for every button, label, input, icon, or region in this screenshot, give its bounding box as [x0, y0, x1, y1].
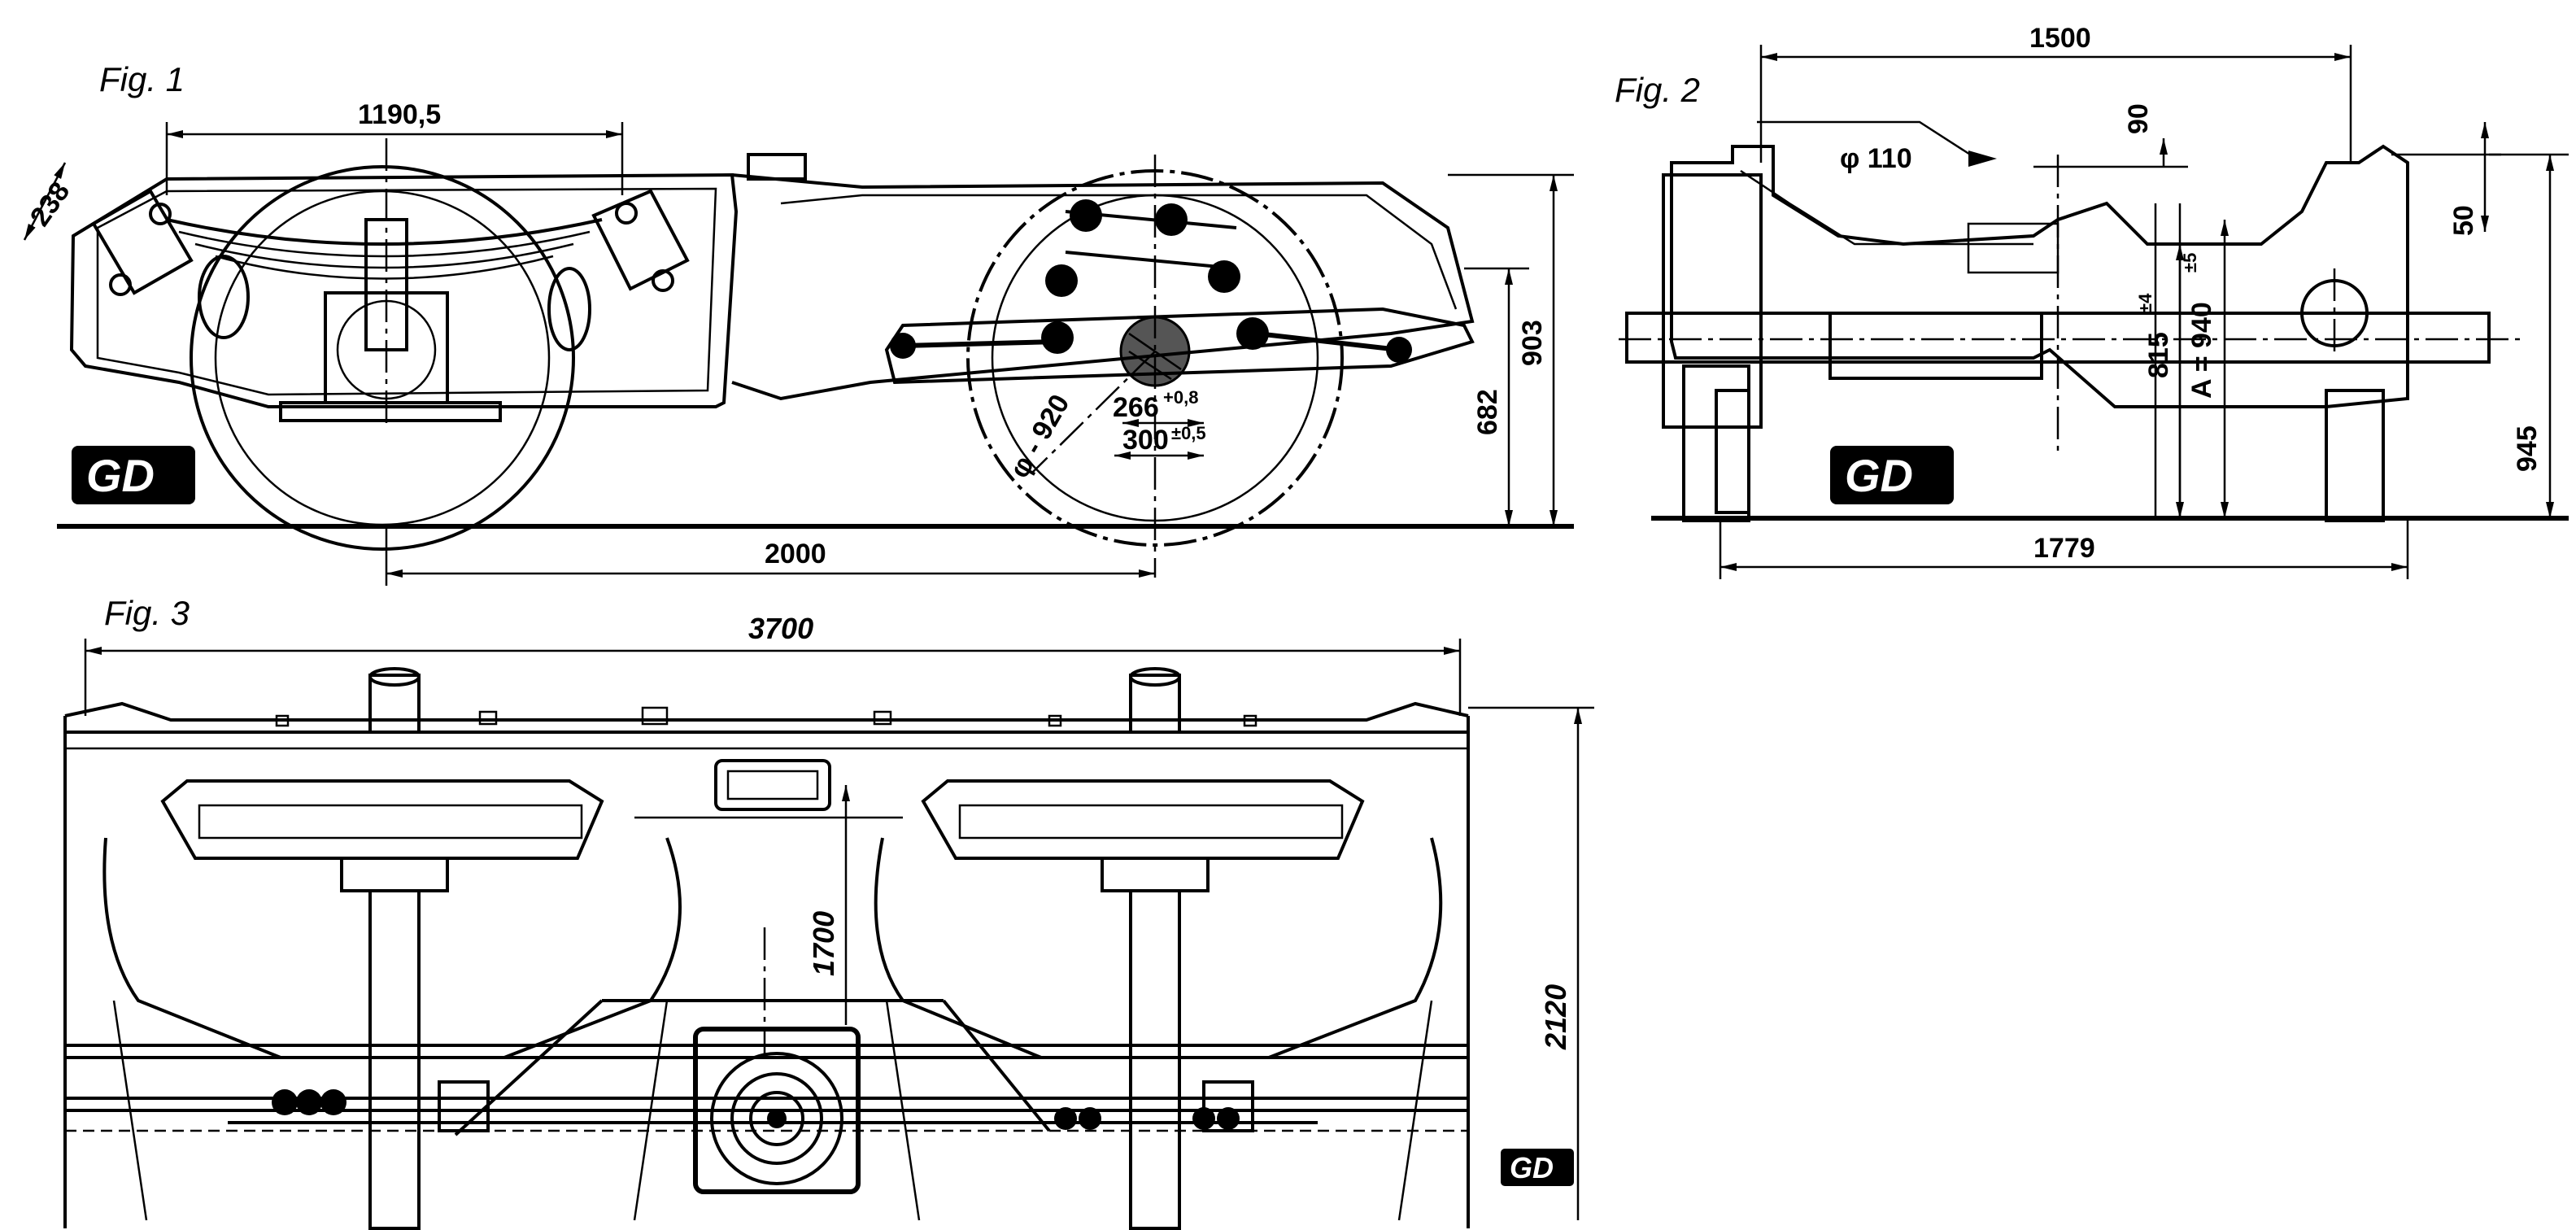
fig2-end-view: Fig. 2 1500 φ 110 [1615, 23, 2569, 579]
fig3-right-wheelset [874, 779, 1443, 1230]
fig3-gd-logo: GD [1501, 1149, 1574, 1186]
dim-815-tol: ±4 [2135, 293, 2155, 313]
fig3-cross-members [65, 999, 1468, 1136]
fig2-bogie-body [1619, 144, 2522, 522]
dim-266: 266 [1113, 392, 1159, 423]
dim-1500: 1500 [2029, 23, 2091, 54]
fig1-gd-logo: GD [72, 446, 195, 504]
dim-3700: 3700 [748, 612, 813, 645]
fig2-logo-text: GD [1845, 450, 1913, 501]
fig1-side-view: Fig. 1 [23, 60, 1574, 586]
dim-815: 815 [2143, 332, 2174, 378]
fig3-frame [63, 667, 1470, 1228]
dim-1779: 1779 [2033, 533, 2095, 564]
dim-1190: 1190,5 [358, 99, 441, 130]
dim-90: 90 [2123, 103, 2154, 134]
dim-50: 50 [2448, 205, 2479, 236]
dim-A-940: A = 940 [2186, 302, 2217, 399]
dim-A-940-tol: ±5 [2180, 253, 2200, 273]
fig1-bogie-frame [69, 138, 739, 423]
dim-110: φ 110 [1840, 143, 1912, 174]
fig3-left-wheelset [102, 779, 682, 1230]
fig1-left-wheel [190, 165, 575, 551]
dim-903: 903 [1517, 320, 1548, 366]
fig3-plan-view: Fig. 3 [63, 594, 1594, 1230]
fig1-logo-text: GD [86, 450, 155, 501]
dim-1700: 1700 [807, 911, 840, 976]
fig3-motor [693, 1027, 861, 1194]
dim-300-tol: ±0,5 [1171, 423, 1206, 443]
dim-2000: 2000 [765, 539, 826, 569]
dim-266-tol: +0,8 [1163, 387, 1198, 408]
fig2-dimensions: 1500 φ 110 90 50 945 1779 A = 940 ±5 815… [1719, 23, 2569, 579]
fig3-dimensions: 3700 2120 1700 [84, 612, 1594, 1220]
fig3-label: Fig. 3 [104, 594, 190, 632]
dim-2120: 2120 [1539, 984, 1572, 1050]
fig1-label: Fig. 1 [99, 60, 185, 98]
dim-682: 682 [1472, 389, 1503, 435]
fig1-brake-rigging [731, 153, 1475, 578]
fig3-brake-cylinders [272, 1080, 1254, 1132]
dim-920: φ - 920 [1004, 390, 1076, 483]
fig3-logo-text: GD [1510, 1151, 1554, 1184]
fig2-label: Fig. 2 [1615, 71, 1700, 109]
dim-945: 945 [2512, 425, 2543, 472]
dim-300: 300 [1122, 425, 1169, 456]
fig2-gd-logo: GD [1830, 446, 1954, 504]
